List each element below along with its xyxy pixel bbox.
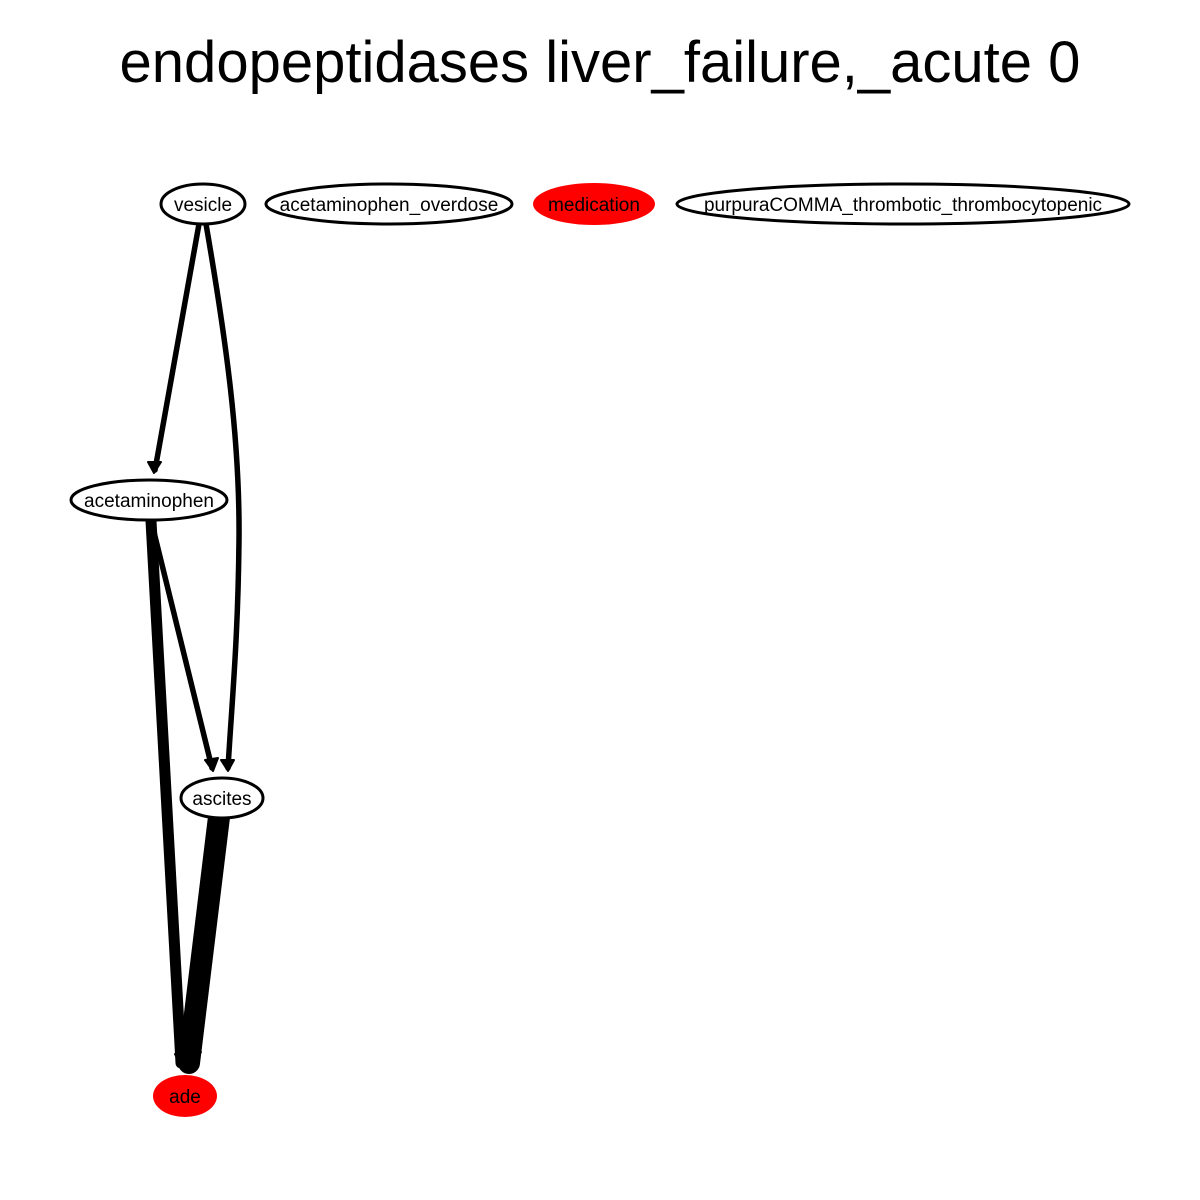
edge-vesicle-to-ascites — [203, 221, 242, 772]
edge-line — [178, 806, 230, 1074]
node-medication[interactable]: medication — [533, 183, 655, 225]
edge-line — [145, 515, 187, 1069]
edge-arrowhead — [147, 461, 162, 474]
edge-line — [148, 517, 215, 771]
node-label: ascites — [192, 789, 251, 810]
edges-layer — [145, 221, 242, 1074]
node-ellipse — [153, 1075, 217, 1117]
node-label: vesicle — [174, 195, 232, 216]
graph-title: endopeptidases liver_failure,_acute 0 — [120, 30, 1081, 95]
node-ellipse — [179, 776, 265, 820]
node-label: medication — [548, 195, 640, 216]
node-acetaminophen-overdose[interactable]: acetaminophen_overdose — [264, 182, 514, 226]
node-label: acetaminophen — [84, 491, 214, 512]
node-ellipse — [159, 182, 247, 226]
node-ellipse — [675, 182, 1131, 226]
edge-ascites-to-ade — [177, 806, 230, 1074]
edge-arrowhead — [220, 759, 235, 772]
node-label: purpuraCOMMA_thrombotic_thrombocytopenic — [704, 195, 1102, 216]
edge-vesicle-to-acetaminophen — [147, 221, 202, 474]
edge-arrowhead — [204, 757, 219, 772]
node-ellipse — [69, 478, 229, 522]
node-ellipse — [264, 182, 514, 226]
edge-line — [152, 221, 202, 473]
node-acetaminophen[interactable]: acetaminophen — [69, 478, 229, 522]
node-ade[interactable]: ade — [153, 1075, 217, 1117]
nodes-layer: vesicle acetaminophen_overdose medication p… — [69, 182, 1131, 1117]
node-vesicle[interactable]: vesicle — [159, 182, 247, 226]
node-purpura[interactable]: purpuraCOMMA_thrombotic_thrombocytopenic — [675, 182, 1131, 226]
edge-line — [203, 221, 242, 771]
node-ascites[interactable]: ascites — [179, 776, 265, 820]
edge-arrowhead — [177, 1049, 202, 1073]
node-label: ade — [169, 1087, 201, 1108]
node-ellipse — [533, 183, 655, 225]
edge-acetaminophen-to-ascites — [148, 517, 219, 772]
node-label: acetaminophen_overdose — [280, 195, 499, 216]
